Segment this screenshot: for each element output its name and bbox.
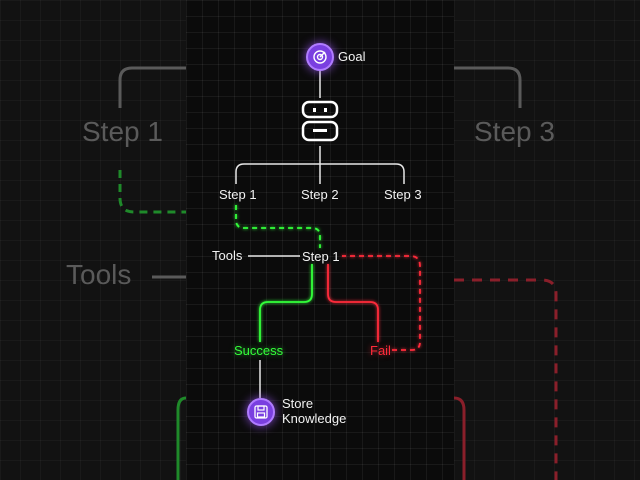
goal-label: Goal bbox=[338, 49, 366, 64]
diagram-connectors bbox=[235, 70, 421, 398]
ghost-connectors-left bbox=[118, 66, 186, 480]
floppy-disk-icon bbox=[254, 405, 268, 419]
store-label-line1: Store bbox=[282, 396, 314, 411]
top-step-1: Step 1 bbox=[219, 187, 257, 202]
background-right-panel: Step 3 bbox=[454, 0, 640, 480]
current-step-label: Step 1 bbox=[302, 249, 340, 264]
top-step-3: Step 3 bbox=[384, 187, 422, 202]
background-left-panel: Step 1 Tools bbox=[0, 0, 186, 480]
ghost-step-label-right: Step 3 bbox=[474, 116, 555, 147]
store-node bbox=[247, 398, 275, 426]
target-icon bbox=[313, 50, 327, 64]
ghost-connectors-right bbox=[454, 66, 558, 480]
store-label-line2: Knowledge bbox=[282, 411, 347, 426]
top-step-2: Step 2 bbox=[301, 187, 339, 202]
ghost-tools-label: Tools bbox=[66, 259, 132, 290]
diagram-panel: Goal Step 1 Step 2 Step 3 Tools Step 1 S… bbox=[186, 0, 454, 480]
goal-node bbox=[306, 43, 334, 71]
ghost-step-label: Step 1 bbox=[82, 116, 163, 147]
success-label: Success bbox=[234, 343, 284, 358]
robot-icon bbox=[301, 100, 339, 142]
fail-label: Fail bbox=[370, 343, 391, 358]
tools-label: Tools bbox=[212, 248, 243, 263]
